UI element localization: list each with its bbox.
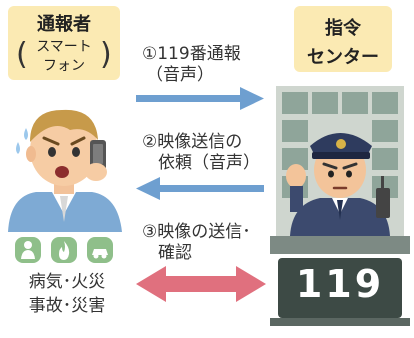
reporter-label: 通報者 ( スマート フォン ) — [8, 6, 120, 80]
step1-line2: （音声） — [146, 65, 214, 85]
incident-icon-illness — [15, 237, 41, 263]
incident-line2: 事故･災害 — [28, 296, 106, 316]
center-line2: センター — [307, 47, 379, 68]
step2-line1: ②映像送信の — [142, 132, 243, 152]
reporter-person-illustration — [8, 109, 122, 232]
device-line1: スマート — [36, 39, 92, 55]
paren-open: ( — [16, 37, 28, 72]
step3-line2: 確認 — [158, 243, 192, 263]
step3-arrow-bidirectional — [136, 266, 266, 302]
step3-text: ③映像の送信･ 確認 — [142, 222, 251, 264]
step2-line2: 依頼（音声） — [158, 153, 260, 173]
incident-types: 病気･火災 事故･災害 — [8, 270, 126, 318]
incident-icon-fire — [51, 237, 77, 263]
step1-text: ①119番通報 （音声） — [142, 44, 241, 86]
step2-arrow-left — [136, 177, 264, 200]
center-line1: 指令 — [325, 18, 361, 39]
incident-line1: 病気･火災 — [28, 272, 106, 292]
device-line2: フォン — [43, 58, 85, 74]
dispatch-center-illustration — [270, 86, 410, 326]
reporter-title: 通報者 — [37, 14, 91, 35]
step3-line1: ③映像の送信･ — [142, 222, 251, 242]
step1-arrow-right — [136, 87, 264, 110]
incident-icon-accident — [87, 237, 113, 263]
console-number: 119 — [295, 262, 385, 306]
step2-text: ②映像送信の 依頼（音声） — [142, 132, 260, 174]
center-label: 指令 センター — [294, 6, 392, 72]
step1-line1: ①119番通報 — [142, 44, 241, 64]
paren-close: ) — [100, 37, 112, 72]
